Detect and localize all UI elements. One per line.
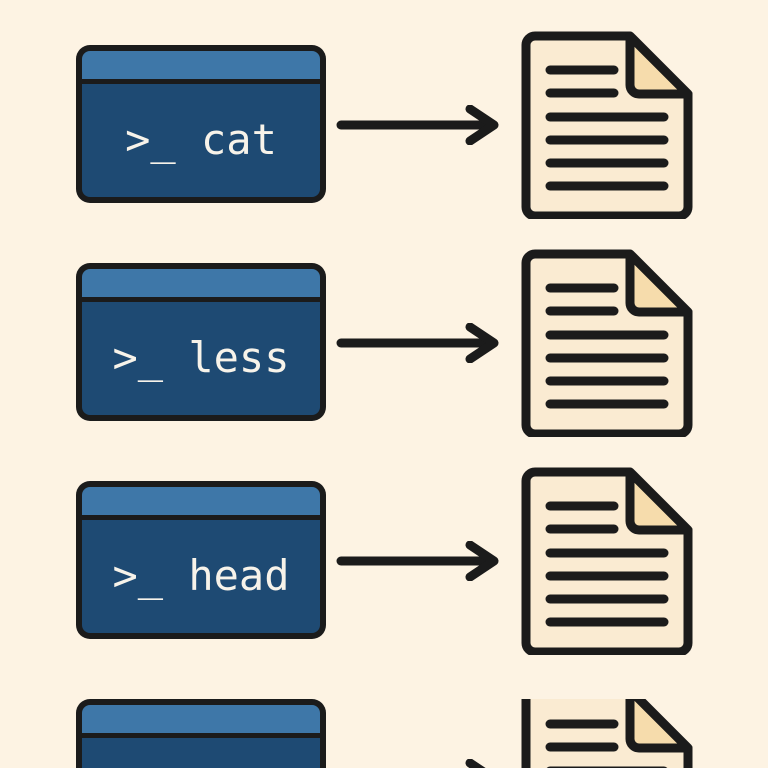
diagram-row: >_ less: [0, 249, 768, 481]
terminal-titlebar: [82, 51, 320, 79]
document-file-icon: [514, 465, 696, 657]
terminal-card-partial[interactable]: >_: [76, 699, 326, 768]
document-file-icon: [514, 29, 696, 221]
arrow-right-icon: [336, 104, 506, 146]
terminal-command-text: >_ cat: [125, 114, 277, 164]
terminal-command-text: >_ less: [112, 332, 290, 382]
terminal-body: >_ cat: [82, 84, 320, 197]
diagram-row: >_ head: [0, 467, 768, 699]
diagram-row-partial: >_: [0, 699, 768, 768]
arrow-right-icon: [336, 322, 506, 364]
terminal-body: >_ less: [82, 302, 320, 415]
arrow-right-icon: [336, 540, 506, 582]
terminal-card-head[interactable]: >_ head: [76, 481, 326, 639]
terminal-titlebar: [82, 487, 320, 515]
terminal-titlebar: [82, 705, 320, 733]
terminal-card-less[interactable]: >_ less: [76, 263, 326, 421]
document-file-icon: [514, 699, 696, 768]
terminal-titlebar: [82, 269, 320, 297]
terminal-command-text: >_ head: [112, 550, 290, 600]
terminal-body: >_ head: [82, 520, 320, 633]
document-file-icon: [514, 247, 696, 439]
terminal-body: >_: [82, 738, 320, 768]
arrow-right-icon: [336, 758, 506, 768]
diagram-row: >_ cat: [0, 31, 768, 263]
terminal-card-cat[interactable]: >_ cat: [76, 45, 326, 203]
